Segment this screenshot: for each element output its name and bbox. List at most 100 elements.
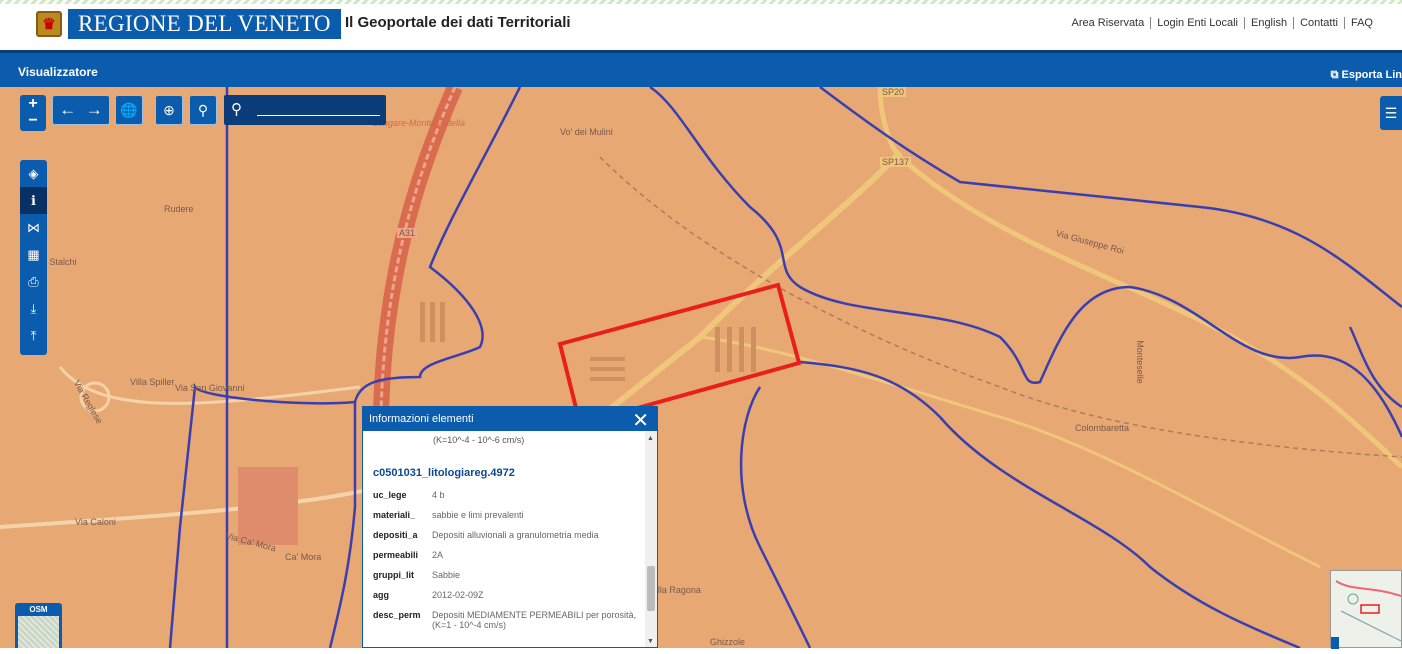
- menu-icon[interactable]: ☰: [1380, 96, 1402, 130]
- table-row: permeabili 2A: [373, 545, 643, 565]
- scroll-up-icon[interactable]: ▲: [647, 435, 654, 442]
- attr-value: sabbie e limi prevalenti: [432, 510, 524, 520]
- back-arrow-icon[interactable]: ←: [59, 100, 77, 119]
- map-label: A31: [397, 228, 418, 238]
- road-via-san-giovanni: [58, 366, 361, 405]
- viewer-title: Visualizzatore: [18, 65, 98, 79]
- road-secondary: [699, 335, 1321, 569]
- buildings: [420, 302, 756, 381]
- user-location-icon[interactable]: ⚲: [189, 95, 217, 125]
- map-label: Rudere: [164, 204, 194, 214]
- feature-info-popup: Informazioni elementi ✕ (K=10^-4 - 10^-6…: [362, 406, 658, 648]
- globe-icon[interactable]: 🌐: [115, 95, 143, 125]
- table-row: desc_perm Depositi MEDIAMENTE PERMEABILI …: [373, 605, 643, 635]
- attr-value: Depositi MEDIAMENTE PERMEABILI per poros…: [432, 610, 637, 630]
- attr-value: Depositi alluvionali a granulometria med…: [432, 530, 599, 540]
- attr-key: agg: [373, 590, 390, 600]
- attr-key: desc_perm: [373, 610, 421, 620]
- table-row: uc_lege 4 b: [373, 485, 643, 505]
- header-stripe: [0, 0, 1402, 4]
- link-english[interactable]: English: [1243, 17, 1293, 29]
- map-label: SP137: [880, 157, 912, 167]
- link-login-enti-locali[interactable]: Login Enti Locali: [1150, 17, 1244, 29]
- map-icon[interactable]: ▦: [27, 246, 40, 262]
- site-header: ♛ REGIONE DEL VENETO Il Geoportale dei d…: [0, 0, 1402, 50]
- portal-title: Il Geoportale dei dati Territoriali: [345, 14, 571, 31]
- export-link-button[interactable]: ⧉ Esporta Lin: [1331, 69, 1402, 82]
- map-label: Villa Spiller: [130, 377, 175, 387]
- table-row: materiali_ sabbie e limi prevalenti: [373, 505, 643, 525]
- railway: [599, 156, 1402, 458]
- download-icon[interactable]: ⤓: [30, 300, 37, 316]
- history-buttons: ← →: [52, 95, 110, 125]
- table-row: depositi_a Depositi alluvionali a granulo…: [373, 525, 643, 545]
- map-canvas[interactable]: Longare-Montegaldella Vo' dei Mulini Rud…: [0, 87, 1402, 648]
- link-contatti[interactable]: Contatti: [1293, 17, 1344, 29]
- attr-value: Sabbie: [432, 570, 461, 580]
- map-label: Villa Ragona: [650, 585, 701, 595]
- attr-key: permeabili: [373, 550, 419, 560]
- road-sp20: [877, 87, 902, 159]
- popup-title: Informazioni elementi: [369, 413, 474, 425]
- popup-scrollbar[interactable]: ▲ ▼: [645, 431, 657, 647]
- map-label: Vo' dei Mulini: [560, 127, 613, 137]
- regione-veneto-logo[interactable]: ♛ REGIONE DEL VENETO: [36, 9, 341, 39]
- map-label: Colombaretta: [1075, 423, 1130, 433]
- map-label: Via Caloni: [75, 517, 116, 527]
- scroll-down-icon[interactable]: ▼: [647, 638, 654, 645]
- basemap-switcher[interactable]: OSM: [15, 603, 62, 648]
- overview-extent-box: [1360, 604, 1380, 614]
- map-label: Ghizzole: [710, 637, 746, 647]
- road-via-caloni: [0, 485, 381, 529]
- map-label: SP20: [880, 87, 907, 97]
- link-area-riservata[interactable]: Area Riservata: [1071, 17, 1145, 29]
- attr-value: 2A: [432, 550, 444, 560]
- map-label: C. Stalchi: [38, 257, 77, 267]
- map-layer: [0, 87, 1402, 648]
- selection-highlight: [557, 282, 802, 427]
- locate-icon[interactable]: ⊕: [155, 95, 183, 125]
- map-label: Via San Giovanni: [175, 383, 245, 393]
- zoom-in-button[interactable]: +: [28, 95, 38, 112]
- link-faq[interactable]: FAQ: [1343, 17, 1379, 29]
- layers-icon[interactable]: ◈: [28, 165, 39, 181]
- search-icon[interactable]: ⚲: [231, 101, 242, 118]
- attr-value: 4 b: [432, 490, 445, 500]
- parcel-area: [238, 467, 298, 545]
- attr-key: depositi_a: [373, 530, 418, 540]
- attr-key: materiali_: [373, 510, 416, 520]
- side-toolbar: ◈ ℹ ⋈ ▦ ⎙ ⤓ ⤒: [20, 160, 47, 355]
- previous-value: (K=10^-4 - 10^-6 cm/s): [433, 435, 525, 445]
- export-icon: ⧉: [1330, 69, 1342, 81]
- share-icon[interactable]: ⋈: [27, 219, 40, 235]
- map-label: Ca' Mora: [285, 552, 322, 562]
- search-box: ⚲: [224, 95, 386, 125]
- search-input[interactable]: [257, 115, 380, 116]
- attr-key: uc_lege: [373, 490, 407, 500]
- overview-map[interactable]: [1330, 570, 1402, 649]
- attr-value: 2012-02-09Z: [432, 590, 484, 600]
- scrollbar-thumb[interactable]: [647, 566, 655, 611]
- export-link-label: Esporta Lin: [1341, 69, 1402, 81]
- table-row: agg 2012-02-09Z: [373, 585, 643, 605]
- lithology-boundaries: [168, 87, 1402, 648]
- logo-text: REGIONE DEL VENETO: [68, 9, 341, 39]
- lion-crest-icon: ♛: [36, 11, 62, 37]
- popup-header: Informazioni elementi ✕: [363, 407, 657, 432]
- zoom-out-button[interactable]: −: [28, 112, 38, 129]
- info-icon[interactable]: ℹ: [20, 187, 47, 214]
- road-via-giuseppe-roi: [898, 155, 1402, 469]
- close-icon[interactable]: ✕: [632, 410, 649, 432]
- basemap-thumbnail: [18, 616, 59, 648]
- upload-icon[interactable]: ⤒: [30, 327, 37, 343]
- map-label: Monteselle: [1134, 340, 1145, 384]
- print-icon[interactable]: ⎙: [28, 273, 39, 289]
- basemap-label: OSM: [29, 605, 48, 614]
- zoom-control: + −: [20, 95, 46, 131]
- roundabout: [79, 381, 111, 413]
- overview-svg: [1331, 580, 1402, 649]
- forward-arrow-icon[interactable]: →: [85, 100, 103, 119]
- map-label: Longare-Montegaldella: [373, 118, 466, 128]
- feature-name: c0501031_litologiareg.4972: [373, 467, 515, 479]
